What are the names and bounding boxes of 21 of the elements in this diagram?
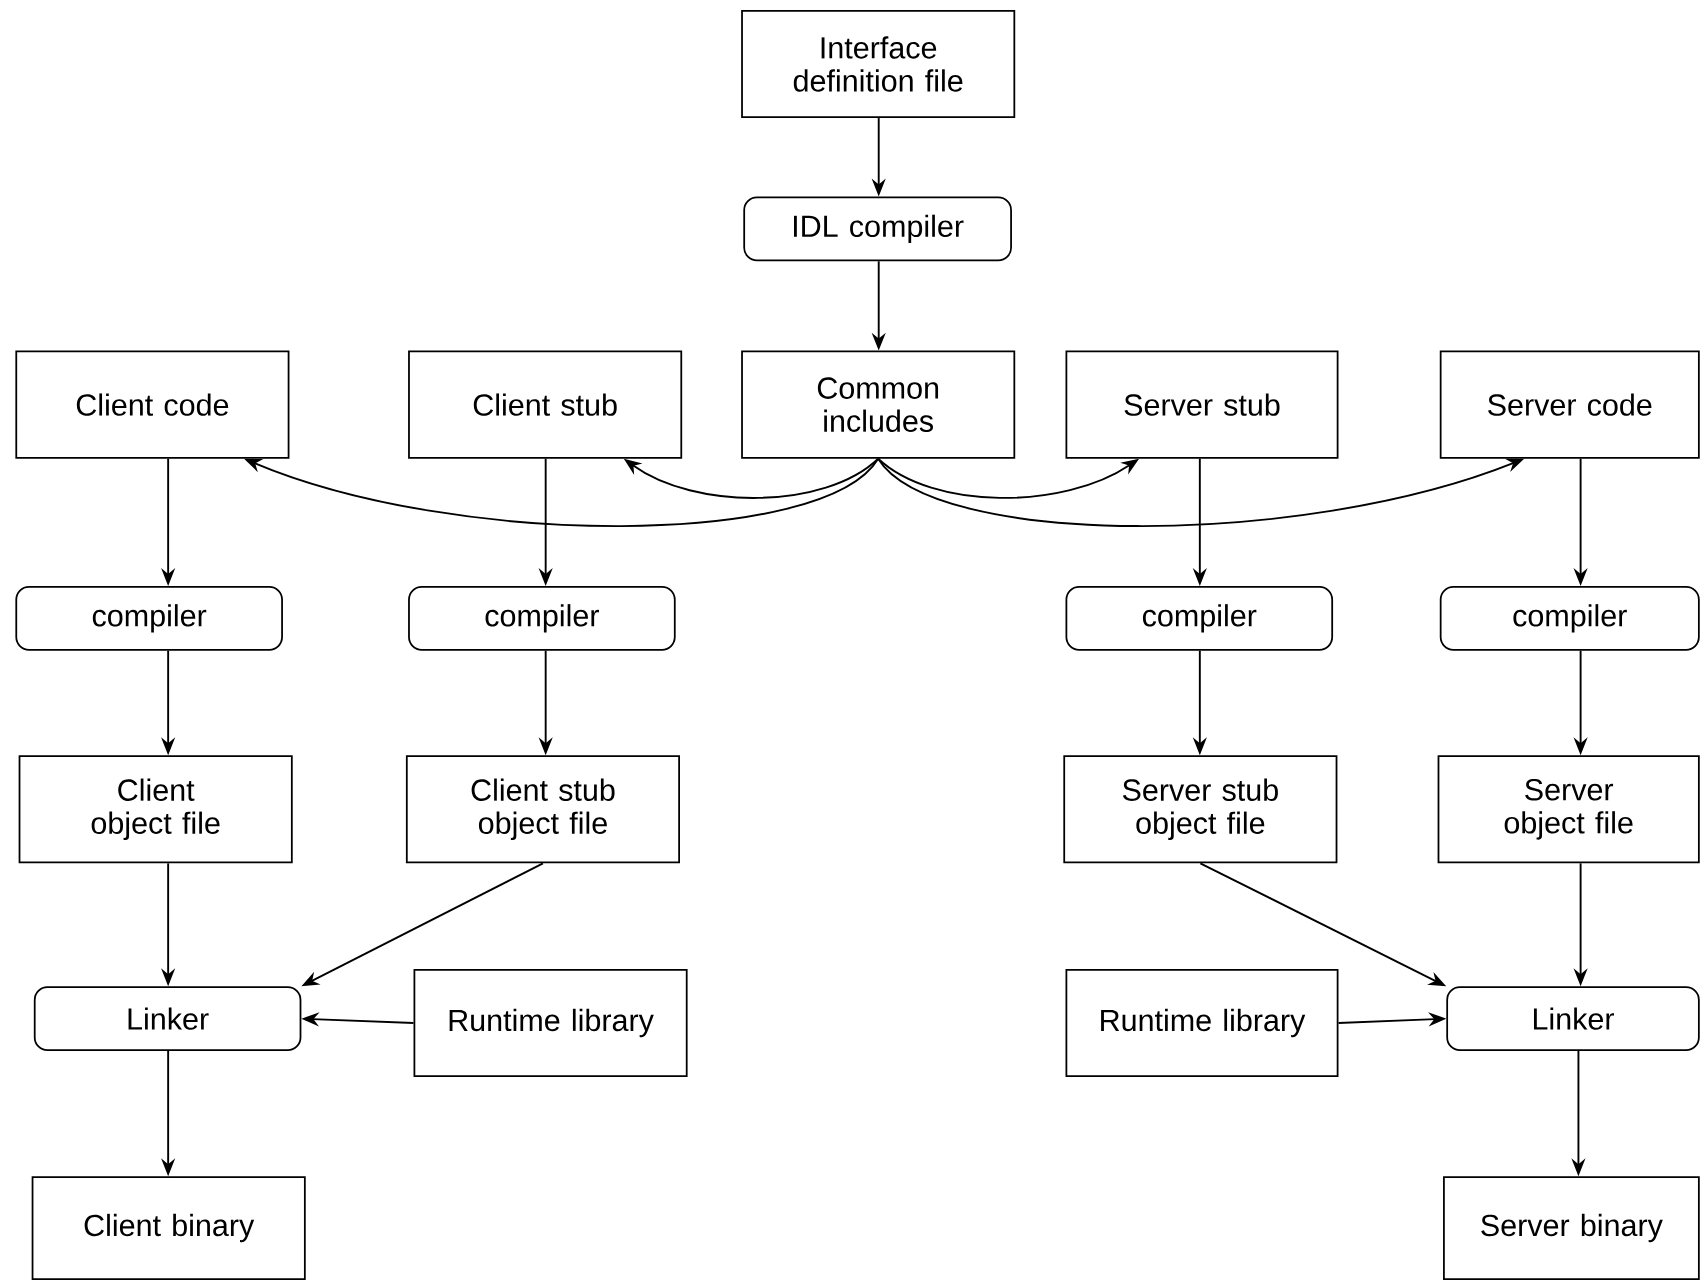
file-box: Client binary [31,1176,306,1280]
tool-box: IDL compiler [743,196,1012,262]
file-box: Server binary [1443,1176,1700,1280]
file-box: Server object file [1437,755,1700,864]
file-box: Client code [15,350,290,459]
file-box: Runtime library [413,968,688,1077]
file-box: Server stub object file [1063,755,1338,864]
file-box: Common includes [741,350,1016,459]
file-box: Server code [1439,350,1700,459]
tool-box: compiler [408,585,676,651]
file-box: Client object file [18,755,293,864]
file-box: Interface definition file [741,9,1016,118]
file-box: Runtime library [1065,968,1339,1077]
file-box: Client stub object file [405,755,680,864]
tool-box: compiler [1065,585,1334,651]
tool-box: Linker [33,986,302,1051]
tool-box: Linker [1446,986,1700,1051]
tool-box: compiler [15,585,283,651]
tool-box: compiler [1439,585,1700,651]
file-box: Client stub [408,350,683,459]
file-box: Server stub [1065,350,1339,459]
